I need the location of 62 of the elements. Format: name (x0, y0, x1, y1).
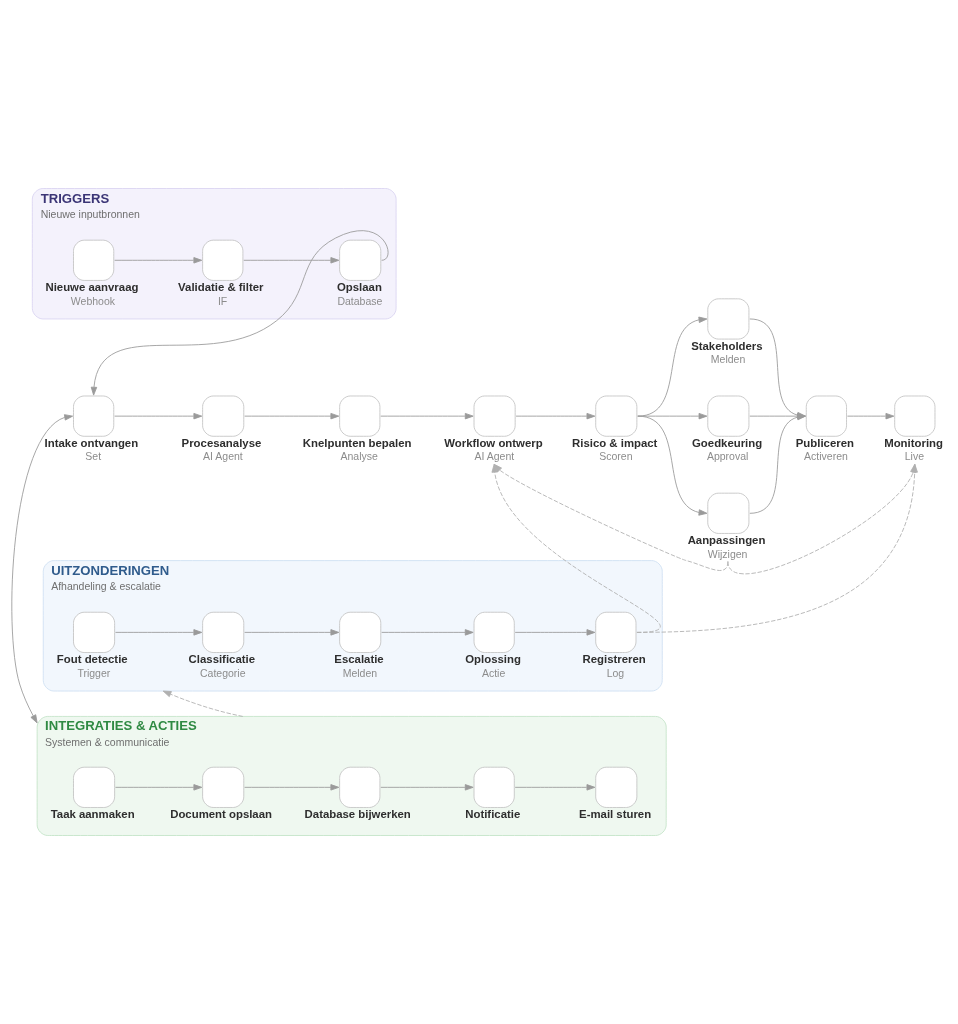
arrow (244, 629, 340, 636)
node-label: Scoren (599, 450, 633, 463)
node-label: AI Agent (474, 450, 515, 463)
node-label: Analyse (340, 450, 378, 463)
node-label: Oplossing (465, 653, 521, 666)
node-label: Risico & impact (572, 437, 658, 450)
arrow (162, 690, 244, 717)
node-label: Categorie (199, 666, 246, 679)
node-label: Taak aanmaken (50, 808, 135, 821)
node-label: Notificatie (465, 808, 521, 821)
node-label: Stakeholders (691, 339, 763, 352)
arrow (380, 784, 474, 791)
node-label: Live (904, 450, 925, 463)
node-label: Intake ontvangen (44, 437, 139, 450)
node-label: Wijzigen (707, 547, 748, 560)
arrow (637, 415, 708, 516)
node-label: Melden (342, 666, 378, 679)
node-label: Webhook (70, 294, 116, 307)
node-label: Approval (706, 450, 749, 463)
arrow (11, 414, 74, 724)
node-label: Goedkeuring (692, 437, 763, 450)
node-label: Registreren (582, 653, 646, 666)
arrow (381, 629, 474, 636)
arrow (114, 257, 203, 264)
node-label: Set (85, 450, 102, 463)
node-label: Log (606, 666, 625, 679)
arrow (637, 316, 708, 417)
node-label: Trigger (77, 666, 111, 679)
arrow (244, 412, 340, 420)
arrow (115, 629, 203, 636)
node-label: Escalatie (334, 653, 384, 666)
arrow (514, 784, 596, 791)
arrow (114, 412, 203, 420)
arrow (115, 784, 203, 791)
node-label: IF (217, 294, 228, 307)
node-label: Validatie & filter (178, 281, 264, 294)
arrow (90, 230, 389, 396)
node-label: Document opslaan (170, 808, 272, 821)
arrow (380, 412, 474, 420)
node-label: Activeren (804, 450, 848, 463)
node-label: Publiceren (795, 437, 854, 450)
node-label: Fout detectie (56, 653, 128, 666)
node-label: Database (337, 294, 383, 307)
node-label: Opslaan (337, 281, 382, 294)
node-label: Procesanalyse (181, 437, 262, 450)
node-label: Classificatie (188, 653, 255, 666)
node-label: Knelpunten bepalen (302, 437, 412, 450)
node-label: Melden (710, 353, 746, 366)
arrow (515, 412, 596, 420)
node-label: AI Agent (203, 450, 243, 463)
node-label: Database bijwerken (304, 808, 411, 821)
node-label: Nieuwe aanvraag (45, 281, 139, 294)
node-label: Monitoring (884, 437, 943, 450)
node-label: Aanpassingen (687, 534, 766, 547)
arrow (244, 784, 340, 791)
arrow (846, 412, 895, 420)
arrow (514, 629, 596, 636)
node-label: Workflow ontwerp (444, 437, 543, 450)
arrow (637, 412, 708, 420)
node-label: Actie (481, 666, 506, 679)
node-label: E-mail sturen (579, 808, 652, 821)
arrow (243, 257, 340, 264)
